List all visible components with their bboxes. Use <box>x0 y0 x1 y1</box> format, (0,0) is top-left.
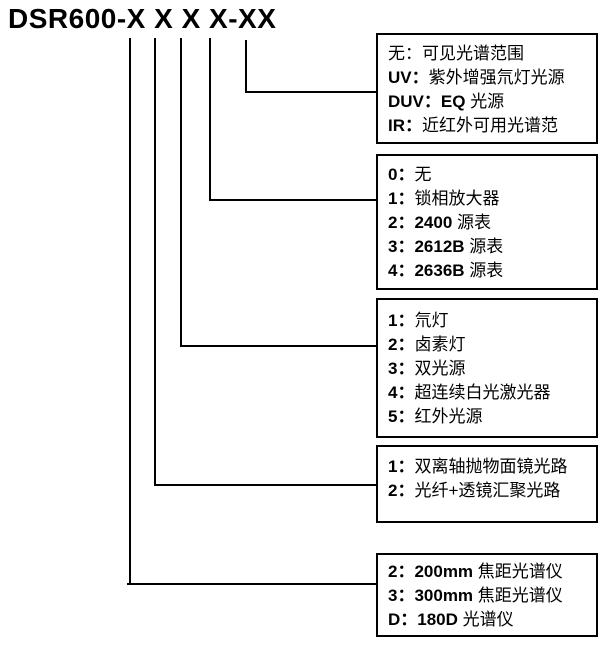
connector-x1-horizontal <box>127 583 378 585</box>
option-text: 光谱仪 <box>462 610 514 629</box>
option-text: 紫外增强氘灯光源 <box>428 68 565 87</box>
option-line: 无：可见光谱范围 <box>378 42 596 66</box>
option-code: 4：2636B <box>388 261 470 280</box>
option-text: 近红外可用光谱范 <box>422 116 558 135</box>
option-line: 3：300mm 焦距光谱仪 <box>378 584 596 608</box>
option-text: 源表 <box>457 213 491 232</box>
connector-x1-vertical <box>129 38 131 585</box>
connector-x3-horizontal <box>180 345 378 347</box>
option-text: 双离轴抛物面镜光路 <box>414 457 568 476</box>
option-line: 5：红外光源 <box>378 405 596 429</box>
connector-x2-vertical <box>154 38 156 486</box>
model-code-title: DSR600-X X X X-XX <box>8 3 277 34</box>
option-line: 3：双光源 <box>378 357 596 381</box>
option-line: 3：2612B 源表 <box>378 235 596 259</box>
option-line: 2：2400 源表 <box>378 211 596 235</box>
option-code: 3：2612B <box>388 237 470 256</box>
option-code: 1： <box>388 457 415 476</box>
connector-x3-vertical <box>180 38 182 347</box>
option-box-light-source: 1：氘灯 2：卤素灯 3：双光源 4：超连续白光激光器 5：红外光源 <box>376 298 598 438</box>
option-code: UV： <box>388 68 429 87</box>
option-code: 1： <box>388 311 415 330</box>
connector-xx-vertical <box>245 40 247 93</box>
option-line: UV：紫外增强氘灯光源 <box>378 66 596 90</box>
option-code: 5： <box>388 407 415 426</box>
option-line: 4：超连续白光激光器 <box>378 381 596 405</box>
option-text: 氘灯 <box>414 311 449 330</box>
option-text: 锁相放大器 <box>414 189 500 208</box>
option-code: IR： <box>388 116 422 135</box>
option-box-spectral-range: 无：可见光谱范围 UV：紫外增强氘灯光源 DUV：EQ 光源 IR：近红外可用光… <box>376 33 598 144</box>
option-code: 4： <box>388 383 415 402</box>
option-line: 0：无 <box>378 163 596 187</box>
option-box-optical-path: 1：双离轴抛物面镜光路 2：光纤+透镜汇聚光路 <box>376 445 598 523</box>
option-text: 无 <box>414 165 432 184</box>
option-line: 1：锁相放大器 <box>378 187 596 211</box>
option-line: 2：200mm 焦距光谱仪 <box>378 560 596 584</box>
option-line: DUV：EQ 光源 <box>378 90 596 114</box>
option-line: 2：光纤+透镜汇聚光路 <box>378 479 596 503</box>
option-code: 2：200mm <box>388 562 478 581</box>
option-code: 3：300mm <box>388 586 478 605</box>
option-code: 3： <box>388 359 415 378</box>
connector-x2-horizontal <box>154 484 378 486</box>
connector-x4-horizontal <box>209 199 378 201</box>
option-text: 光纤+透镜汇聚光路 <box>414 481 561 500</box>
option-code: 2： <box>388 335 415 354</box>
option-text: 超连续白光激光器 <box>414 383 551 402</box>
option-text: 源表 <box>469 237 504 256</box>
option-text: 光源 <box>470 92 505 111</box>
connector-x4-vertical <box>209 38 211 201</box>
option-line: 1：氘灯 <box>378 309 596 333</box>
option-text: 焦距光谱仪 <box>477 562 563 581</box>
option-line: 4：2636B 源表 <box>378 259 596 283</box>
option-code: D：180D <box>388 610 463 629</box>
option-text: 双光源 <box>414 359 466 378</box>
option-code: DUV：EQ <box>388 92 471 111</box>
connector-xx-horizontal <box>245 91 378 93</box>
option-line: 2：卤素灯 <box>378 333 596 357</box>
option-box-electronics: 0：无 1：锁相放大器 2：2400 源表 3：2612B 源表 4：2636B… <box>376 154 598 290</box>
option-box-spectrometer: 2：200mm 焦距光谱仪 3：300mm 焦距光谱仪 D：180D 光谱仪 <box>376 553 598 637</box>
option-text: 源表 <box>469 261 504 280</box>
option-line: IR：近红外可用光谱范 <box>378 114 596 138</box>
option-text: 卤素灯 <box>414 335 466 354</box>
option-text: 焦距光谱仪 <box>477 586 563 605</box>
option-code: 0： <box>388 165 415 184</box>
option-line: D：180D 光谱仪 <box>378 608 596 632</box>
option-text: 无：可见光谱范围 <box>388 44 524 63</box>
option-code: 2：2400 <box>388 213 457 232</box>
option-code: 2： <box>388 481 415 500</box>
option-line: 1：双离轴抛物面镜光路 <box>378 455 596 479</box>
option-text: 红外光源 <box>414 407 483 426</box>
option-code: 1： <box>388 189 415 208</box>
